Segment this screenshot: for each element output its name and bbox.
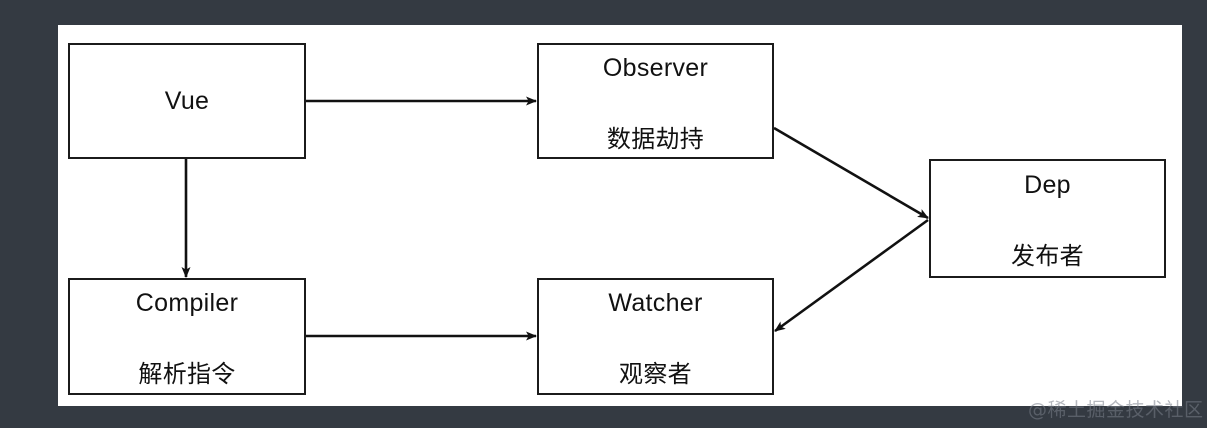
node-vue[interactable]: Vue	[68, 43, 306, 159]
node-dep-primary-label: Dep	[1024, 171, 1071, 199]
edge-observer-to-dep	[773, 126, 929, 220]
node-dep-secondary-label: 发布者	[1011, 242, 1084, 270]
node-vue-primary-label: Vue	[164, 86, 210, 115]
node-watcher-primary-label: Watcher	[608, 289, 703, 317]
node-watcher-secondary-label: 观察者	[619, 360, 692, 388]
node-dep[interactable]: Dep 发布者	[929, 159, 1166, 278]
node-compiler-primary-label: Compiler	[135, 289, 239, 317]
node-watcher[interactable]: Watcher 观察者	[537, 278, 774, 395]
node-observer-secondary-label: 数据劫持	[606, 124, 705, 153]
node-observer[interactable]: Observer 数据劫持	[537, 43, 774, 159]
node-observer-primary-label: Observer	[602, 53, 709, 82]
node-compiler-secondary-label: 解析指令	[138, 360, 236, 388]
node-compiler[interactable]: Compiler 解析指令	[68, 278, 306, 395]
edge-dep-to-watcher	[774, 218, 929, 333]
